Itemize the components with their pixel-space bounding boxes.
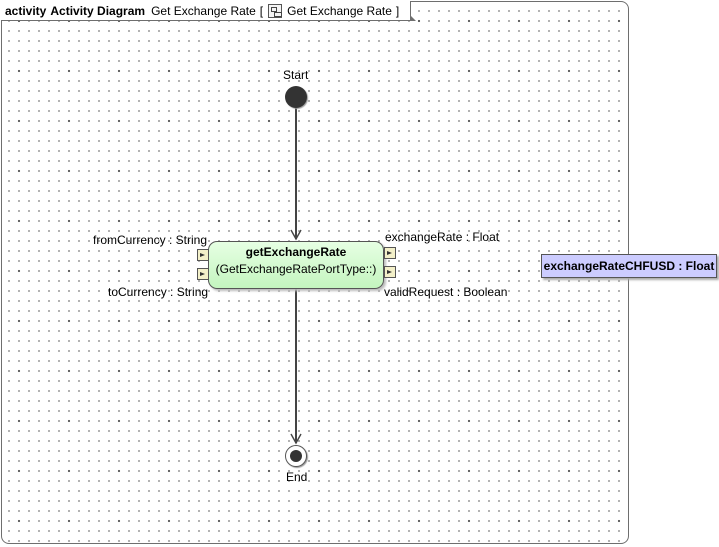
- output-pin-label-exchange-rate: exchangeRate : Float: [385, 230, 500, 244]
- input-pin-label-from-currency: fromCurrency : String: [93, 233, 208, 247]
- action-operation-owner: (GetExchangeRatePortType::): [215, 262, 377, 276]
- input-pin-to-currency[interactable]: [197, 268, 209, 280]
- context-close-bracket: ]: [395, 3, 400, 18]
- input-pin-from-currency[interactable]: [197, 249, 209, 261]
- call-operation-action[interactable]: getExchangeRate (GetExchangeRatePortType…: [208, 241, 384, 289]
- output-pin-label-valid-request: validRequest : Boolean: [384, 285, 508, 299]
- diagram-name: Activity Diagram: [50, 3, 146, 18]
- end-node-label: End: [286, 470, 308, 484]
- activity-final-node[interactable]: [285, 445, 307, 467]
- diagram-frame-header[interactable]: activity Activity Diagram Get Exchange R…: [1, 1, 417, 21]
- output-pin-exchange-rate[interactable]: [384, 247, 396, 259]
- frame-keyword: activity: [5, 3, 47, 18]
- output-pin-valid-request[interactable]: [384, 266, 396, 278]
- central-buffer-node[interactable]: exchangeRateCHFUSD : Float: [541, 254, 717, 278]
- context-name[interactable]: Get Exchange Rate: [287, 3, 392, 18]
- context-open-bracket: [: [259, 3, 264, 18]
- initial-node[interactable]: [285, 86, 307, 108]
- activity-name: Get Exchange Rate: [151, 3, 256, 18]
- input-pin-label-to-currency: toCurrency : String: [108, 285, 209, 299]
- activity-diagram-icon: [268, 3, 283, 18]
- start-node-label: Start: [283, 68, 309, 82]
- action-name: getExchangeRate: [245, 245, 347, 259]
